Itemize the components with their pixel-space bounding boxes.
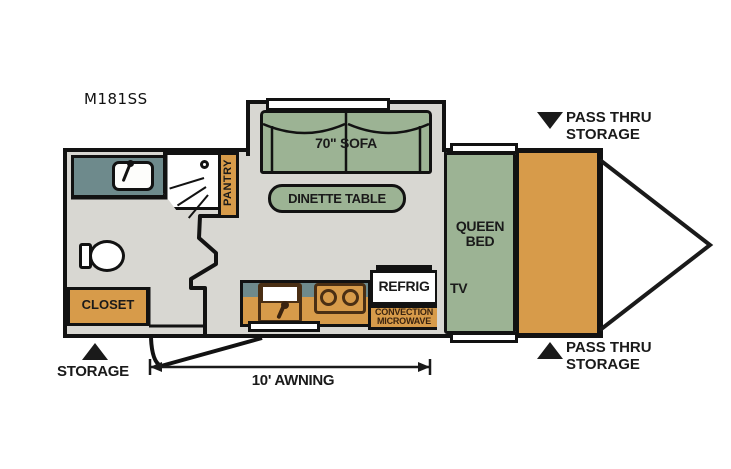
microwave-label-line1: CONVECTION xyxy=(374,307,433,317)
closet-area xyxy=(67,287,149,326)
bed-label-line2: BED xyxy=(465,232,495,249)
refrigerator xyxy=(370,270,438,305)
bedroom-window-top xyxy=(450,143,518,154)
dinette-table xyxy=(268,184,406,213)
pass-thru-top-arrow-icon xyxy=(537,112,563,129)
refrigerator-label: REFRIG xyxy=(378,278,430,294)
storage-label: STORAGE xyxy=(57,363,129,380)
shower-head-icon xyxy=(200,160,209,169)
burner-icon xyxy=(342,289,359,306)
bed-label-line1: QUEEN xyxy=(455,218,505,234)
overhead-cabinet xyxy=(376,265,432,271)
pass-thru-bottom-line2: STORAGE xyxy=(566,355,640,373)
kitchen-sink-basin-icon xyxy=(261,285,299,303)
awning-dimension-line xyxy=(148,359,432,375)
microwave-label-line2: MICROWAVE xyxy=(376,316,432,327)
bedroom-window-bottom xyxy=(450,332,518,343)
dinette-table-label: DINETTE TABLE xyxy=(288,191,386,206)
tv-label: TV xyxy=(450,280,468,296)
pass-thru-bottom-line1: PASS THRU xyxy=(566,339,652,356)
queen-bed xyxy=(444,152,516,334)
pass-thru-top-line1: PASS THRU xyxy=(566,109,652,126)
sofa-label: 70" SOFA xyxy=(315,135,377,151)
front-pass-through-storage-area xyxy=(516,150,600,336)
kitchen-faucet-knob-icon xyxy=(281,301,289,309)
toilet-tank-icon xyxy=(79,243,92,269)
window-above-sofa xyxy=(266,98,390,111)
storage-arrow-icon xyxy=(82,343,108,360)
closet-label: CLOSET xyxy=(81,297,135,312)
burner-icon xyxy=(320,289,337,306)
pass-thru-bottom-arrow-icon xyxy=(537,342,563,359)
counter-front-panel xyxy=(248,321,320,332)
bedroom-divider-wall xyxy=(437,152,444,334)
pass-thru-top-line2: STORAGE xyxy=(566,125,640,143)
awning-dimension-label: 10' AWNING xyxy=(251,372,335,389)
model-number-label: M181SS xyxy=(84,90,148,108)
pantry-cabinet xyxy=(218,152,239,218)
